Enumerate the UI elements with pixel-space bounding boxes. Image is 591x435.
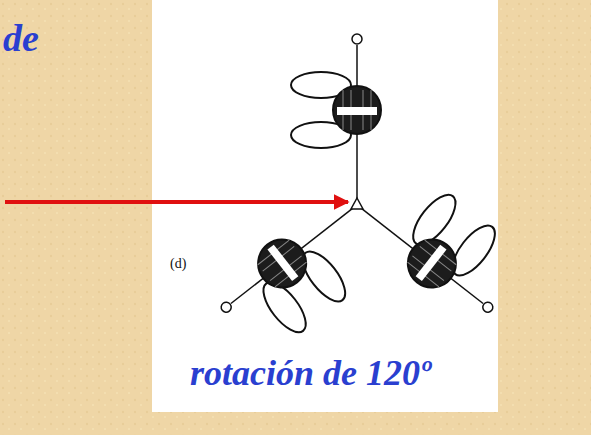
panel-letter: (d) [170, 256, 186, 272]
center-triangle [351, 198, 363, 209]
ligand-unit [347, 157, 532, 330]
caption-text: rotación de 120º [190, 352, 431, 394]
white-panel [152, 0, 498, 412]
red-arrow [5, 200, 348, 204]
heading-fragment: de [3, 16, 39, 60]
ligand-unit [291, 34, 381, 199]
ligand-unit [207, 190, 392, 363]
molecule-illustration [207, 34, 532, 362]
